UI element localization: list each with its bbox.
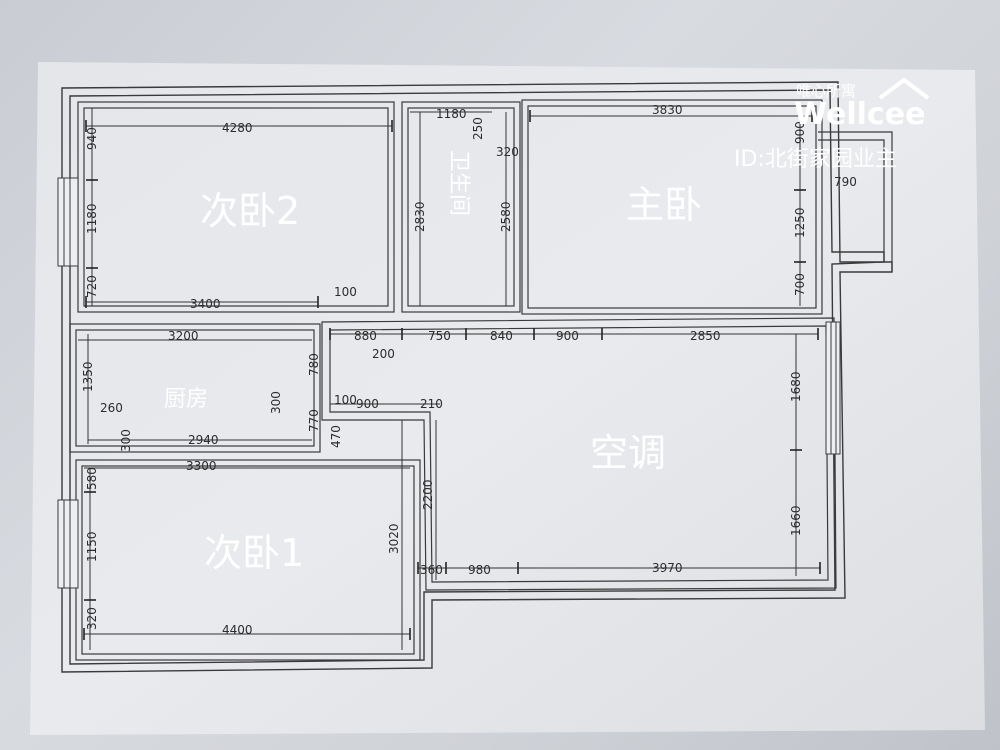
dim-label: 750 xyxy=(428,329,451,343)
dim-label: 320 xyxy=(85,607,99,630)
dim-label: 100 xyxy=(334,393,357,407)
dim-label: 580 xyxy=(85,467,99,490)
room-labels: 次卧2 卫生间 主卧 厨房 空调 次卧1 xyxy=(164,150,702,575)
watermark-brand: Wellcee xyxy=(794,97,925,132)
dim-label: 470 xyxy=(329,425,343,448)
room-label-living: 空调 xyxy=(590,431,666,475)
dim-label: 3300 xyxy=(186,459,217,473)
room-label-kitchen: 厨房 xyxy=(164,387,208,412)
house-logo-icon xyxy=(878,78,930,100)
dim-label: 250 xyxy=(471,117,485,140)
dim-label: 880 xyxy=(354,329,377,343)
watermark-brand-cn: 唯心所寓 xyxy=(796,82,856,100)
dim-label: 3200 xyxy=(168,329,199,343)
dim-label: 2830 xyxy=(413,201,427,232)
dim-label: 1150 xyxy=(85,531,99,562)
dim-label: 770 xyxy=(307,409,321,432)
dim-label: 900 xyxy=(356,397,379,411)
dim-label: 840 xyxy=(490,329,513,343)
dim-label: 720 xyxy=(85,275,99,298)
dim-label: 320 xyxy=(496,145,519,159)
paper-sheet xyxy=(30,62,985,735)
dim-label: 980 xyxy=(468,563,491,577)
room-label-bedroom1: 次卧1 xyxy=(204,531,304,575)
dim-label: 100 xyxy=(334,285,357,299)
dim-label: 780 xyxy=(307,353,321,376)
exterior-walls xyxy=(61,81,893,673)
dim-label: 300 xyxy=(269,391,283,414)
dim-label: 3970 xyxy=(652,561,683,575)
dim-label: 4280 xyxy=(222,121,253,135)
dim-label: 300 xyxy=(119,429,133,452)
dim-label: 210 xyxy=(420,397,443,411)
dim-label: 2940 xyxy=(188,433,219,447)
watermark: 唯心所寓 Wellcee ID:北街家园业主 xyxy=(734,78,930,172)
dim-label: 1180 xyxy=(436,107,467,121)
watermark-id: ID:北街家园业主 xyxy=(734,147,897,172)
dim-label: 4400 xyxy=(222,623,253,637)
dim-label: 3020 xyxy=(387,523,401,554)
dim-label: 260 xyxy=(100,401,123,415)
balcony xyxy=(818,131,893,272)
dim-label: 900 xyxy=(556,329,579,343)
room-label-bathroom: 卫生间 xyxy=(446,150,471,216)
dim-label: 200 xyxy=(372,347,395,361)
dim-label: 2580 xyxy=(499,201,513,232)
windows xyxy=(57,177,841,589)
dim-label: 900 xyxy=(793,121,807,144)
dim-label: 3830 xyxy=(652,103,683,117)
dimension-ticks xyxy=(83,110,821,640)
dim-label: 790 xyxy=(834,175,857,189)
dim-label: 1250 xyxy=(793,207,807,238)
dimension-lines xyxy=(78,108,820,650)
room-label-bedroom2: 次卧2 xyxy=(200,189,300,233)
dim-label: 2850 xyxy=(690,329,721,343)
room-label-master: 主卧 xyxy=(626,183,702,227)
dim-label: 1180 xyxy=(85,203,99,234)
dimension-labels: 4280 940 1180 720 3400 100 1180 250 320 … xyxy=(81,103,857,637)
dim-label: 360 xyxy=(420,563,443,577)
dim-label: 3400 xyxy=(190,297,221,311)
dim-label: 2200 xyxy=(421,479,435,510)
dim-label: 1660 xyxy=(789,505,803,536)
dim-label: 700 xyxy=(793,273,807,296)
dim-label: 940 xyxy=(85,127,99,150)
dim-label: 1680 xyxy=(789,371,803,402)
dim-label: 1350 xyxy=(81,361,95,392)
